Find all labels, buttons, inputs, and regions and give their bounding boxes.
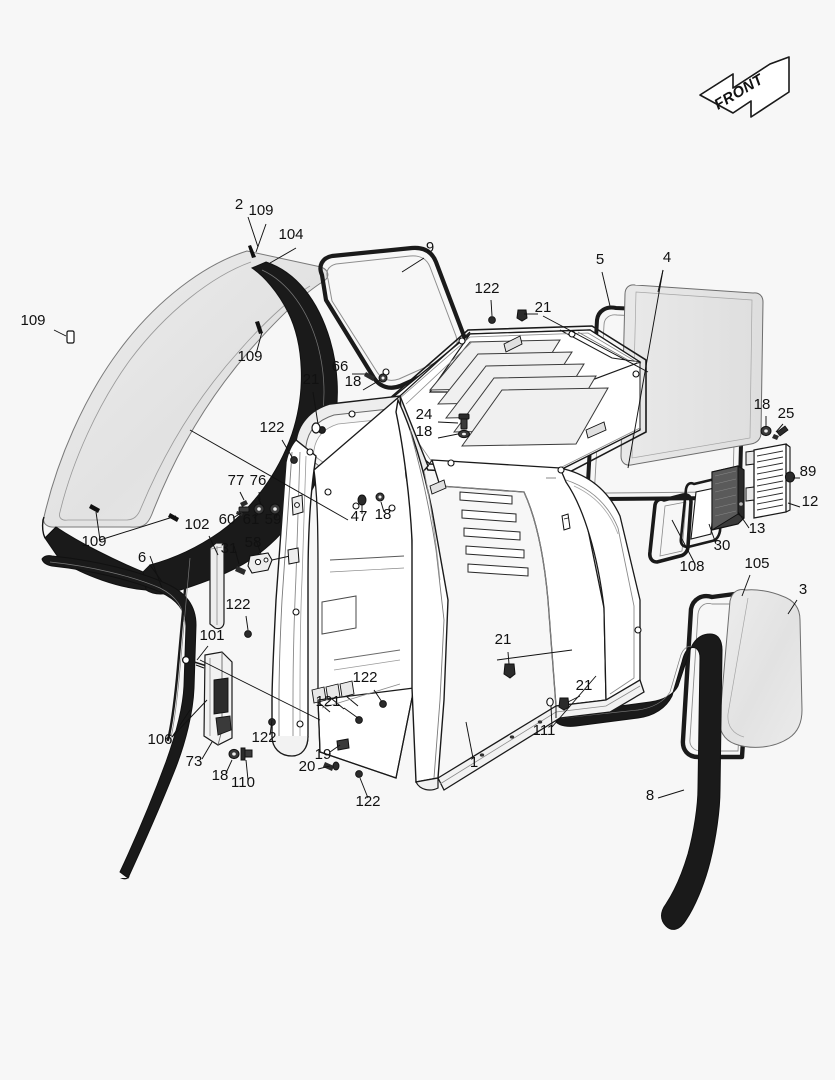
callout-122: 122 [225, 596, 250, 613]
callout-122: 122 [352, 669, 377, 686]
callout-18: 18 [212, 767, 229, 784]
hardware-121-plug [355, 716, 363, 724]
part-12-filter-cover-grille [745, 443, 791, 519]
callout-76: 76 [250, 472, 267, 489]
part-13-air-filter-element [711, 465, 745, 531]
part-6-door-seal [41, 555, 197, 880]
callout-21: 21 [303, 371, 320, 388]
callout-111: 111 [533, 722, 556, 739]
hardware-110-bolt [228, 747, 253, 761]
callout-121: 121 [315, 693, 340, 710]
callout-105: 105 [744, 555, 769, 572]
callout-109: 109 [81, 533, 106, 550]
cab-floor-rail [437, 679, 645, 791]
callout-66: 66 [332, 358, 349, 375]
callout-2: 2 [235, 196, 243, 213]
callout-18: 18 [416, 423, 433, 440]
callout-31: 31 [221, 540, 238, 557]
part-4-rear-window-glass [620, 284, 764, 466]
part-108-vent-gasket [648, 493, 693, 564]
part-102-slide-rail [209, 542, 225, 630]
callout-4: 4 [663, 249, 671, 266]
callout-73: 73 [186, 753, 203, 770]
callout-59: 59 [265, 511, 282, 528]
callout-47: 47 [351, 508, 368, 525]
part-8-lower-body-seal [555, 633, 723, 930]
callout-3: 3 [799, 581, 807, 598]
callout-58: 58 [245, 534, 262, 551]
part-73-door-check [195, 651, 233, 746]
callout-61: 61 [243, 511, 260, 528]
part-3-rear-side-glass [719, 589, 803, 748]
callout-21: 21 [535, 299, 552, 316]
callout-109: 109 [237, 348, 262, 365]
callout-102: 102 [184, 516, 209, 533]
callout-89: 89 [800, 463, 817, 480]
part-106-edge-trim [166, 554, 191, 743]
callout-101: 101 [199, 627, 224, 644]
callout-21: 21 [576, 677, 593, 694]
callout-104: 104 [278, 226, 303, 243]
callout-21: 21 [495, 631, 512, 648]
callout-20: 20 [299, 758, 316, 775]
callout-8: 8 [646, 787, 654, 804]
callout-122: 122 [355, 793, 380, 810]
callout-60: 60 [219, 511, 236, 528]
frame-rivets [292, 330, 642, 728]
hardware-111-grommet [546, 697, 554, 707]
part-1-cab-frame [271, 325, 647, 791]
hardware-58-bracket [235, 547, 300, 575]
callout-1: 1 [470, 754, 478, 771]
hardware-21-grommet [311, 422, 321, 434]
cab-rear-window-opening [558, 467, 641, 702]
callout-109: 109 [248, 202, 273, 219]
callout-110: 110 [231, 774, 255, 791]
callout-18: 18 [345, 373, 362, 390]
part-109-stop-blocks [66, 245, 263, 522]
hardware-18-25 [760, 425, 789, 440]
callout-13: 13 [749, 520, 766, 537]
leader-lines [53, 216, 801, 799]
callout-77: 77 [228, 472, 245, 489]
cab-roof-panel [386, 325, 647, 477]
callout-5: 5 [596, 251, 604, 268]
callout-30: 30 [714, 537, 731, 554]
hardware-cluster-latch [236, 494, 304, 516]
door-hardware-row [311, 680, 359, 713]
hardware-89-knob [784, 471, 796, 483]
cab-center-pillar [395, 397, 449, 791]
hardware-items [228, 309, 796, 778]
callout-24: 24 [416, 406, 433, 423]
callout-18: 18 [754, 396, 771, 413]
cab-left-pillar [271, 439, 317, 757]
callout-122: 122 [251, 729, 276, 746]
callout-19: 19 [315, 746, 332, 763]
callout-122: 122 [474, 280, 499, 297]
part-9-roof-hatch-seal [318, 245, 468, 390]
callout-109: 109 [20, 312, 45, 329]
callout-6: 6 [138, 549, 146, 566]
callout-122: 122 [259, 419, 284, 436]
cab-door-panel [311, 394, 415, 779]
callout-18: 18 [375, 506, 392, 523]
callout-12: 12 [802, 493, 819, 510]
callout-9: 9 [426, 239, 434, 256]
callout-25: 25 [778, 405, 795, 422]
callout-108: 108 [679, 558, 704, 575]
callout-106: 106 [147, 731, 172, 748]
rear-panel-louvers [459, 491, 529, 577]
